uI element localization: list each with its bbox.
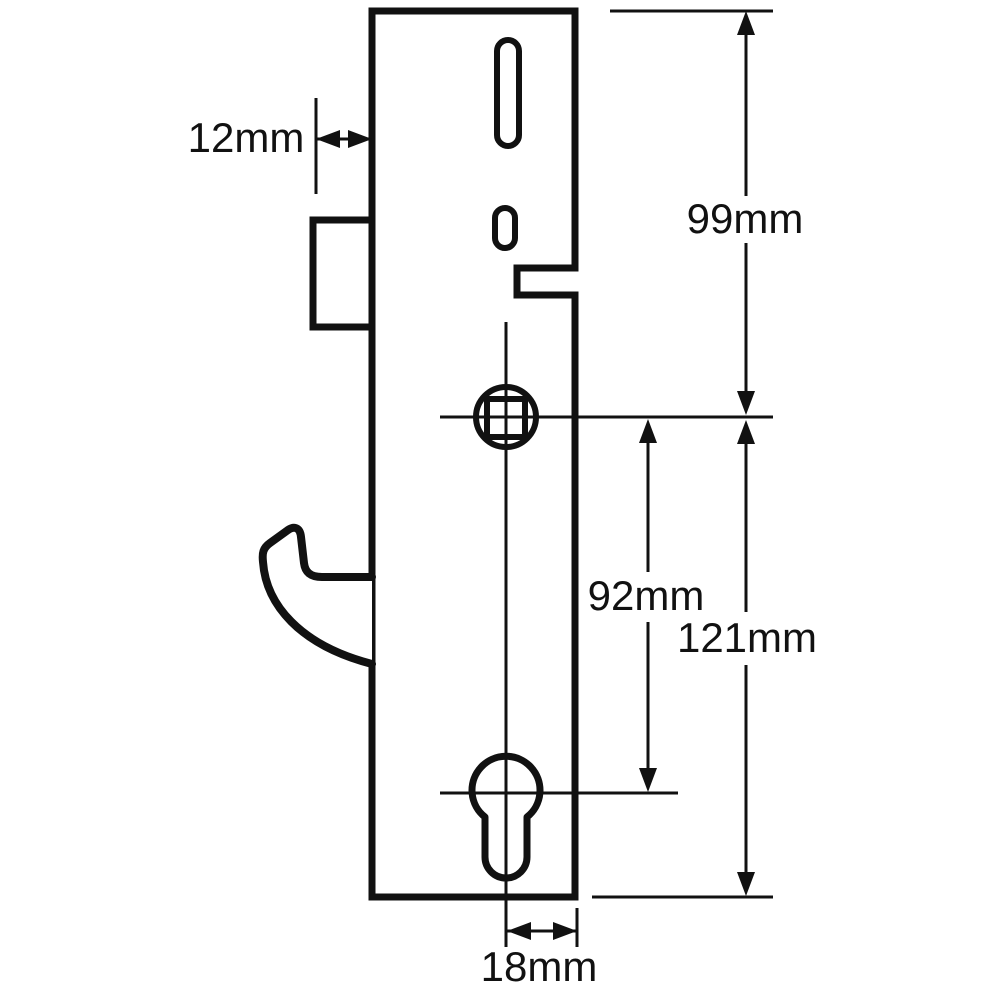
faceplate-outline xyxy=(368,7,579,901)
arrowhead-right-icon xyxy=(348,130,372,148)
dimension-121mm: 121mm xyxy=(677,420,817,896)
spindle-follower-circle xyxy=(473,384,539,450)
mounting-slot xyxy=(494,37,522,149)
hook-bolt xyxy=(258,523,376,668)
euro-cylinder-cutout xyxy=(468,752,544,882)
arrowhead-up-icon xyxy=(639,419,657,443)
dimension-label-18mm: 18mm xyxy=(481,943,598,990)
arrowhead-left-icon xyxy=(507,922,531,940)
dimension-label-99mm: 99mm xyxy=(687,195,804,242)
arrowhead-down-icon xyxy=(737,391,755,415)
arrowhead-down-icon xyxy=(737,872,755,896)
arrowhead-left-icon xyxy=(316,130,340,148)
dimension-99mm: 99mm xyxy=(687,11,804,415)
arrowhead-up-icon xyxy=(737,11,755,35)
dimension-92mm: 92mm xyxy=(588,419,705,792)
dimension-label-121mm: 121mm xyxy=(677,614,817,661)
dimension-18mm: 18mm xyxy=(481,908,598,990)
arrowhead-up-icon xyxy=(737,420,755,444)
fixing-slot xyxy=(492,205,518,251)
arrowhead-down-icon xyxy=(639,768,657,792)
dimension-12mm: 12mm xyxy=(188,98,372,194)
dimension-label-12mm: 12mm xyxy=(188,114,305,161)
arrowhead-right-icon xyxy=(553,922,577,940)
latch-bolt xyxy=(309,216,376,331)
dimension-label-92mm: 92mm xyxy=(588,572,705,619)
spindle-square-hole xyxy=(484,396,528,440)
